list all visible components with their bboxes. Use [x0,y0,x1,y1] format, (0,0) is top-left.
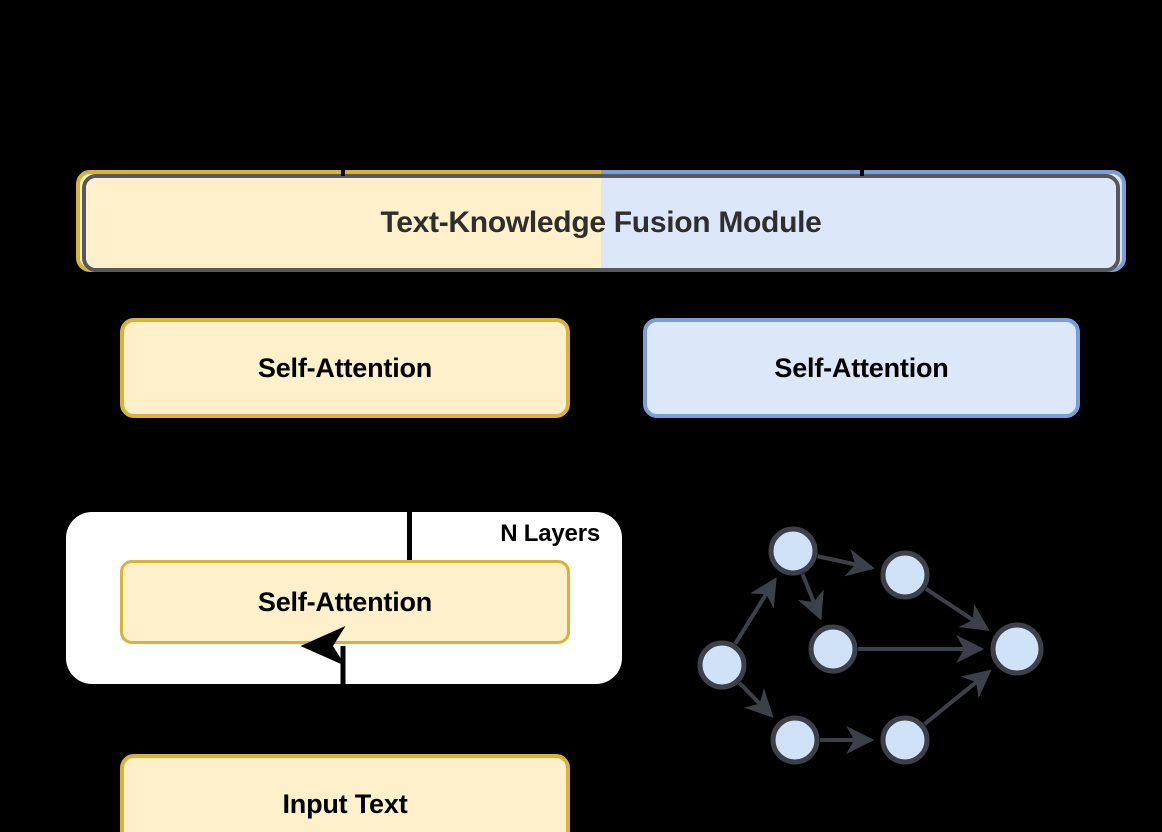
knowledge-graph-edge [733,577,777,645]
inner-self-attention-label: Self-Attention [257,586,433,617]
knowledge-graph-edge [817,548,875,577]
knowledge-graph-nodes [697,526,1044,765]
text-self-attention-box[interactable]: Self-Attention [120,318,570,418]
knowledge-self-attention-box[interactable]: Self-Attention [643,318,1080,418]
inner-self-attention-box[interactable]: Self-Attention [120,560,570,644]
connector-fusion-to-knowledge-sa [860,272,864,320]
knowledge-graph-edge [797,573,824,621]
connector-fusion-top-text [341,150,345,176]
text-self-attention-label: Self-Attention [257,352,433,383]
knowledge-graph[interactable] [680,520,1060,770]
knowledge-graph-node[interactable] [697,640,747,690]
knowledge-graph-edge [923,669,992,726]
input-text-label: Input Text [282,788,408,819]
knowledge-graph-edge [738,681,774,718]
knowledge-graph-edges [733,548,992,754]
connector-knowledge-sa-bottom [860,418,864,444]
text-knowledge-fusion-module[interactable] [82,174,1120,272]
knowledge-graph-edge [924,587,990,631]
knowledge-graph-node[interactable] [880,550,930,600]
input-text-box[interactable]: Input Text [120,754,570,832]
knowledge-graph-node[interactable] [768,526,818,576]
fusion-half-text [86,178,601,268]
knowledge-graph-node[interactable] [770,715,820,765]
knowledge-graph-node[interactable] [990,622,1044,676]
fusion-half-knowledge [601,178,1116,268]
knowledge-graph-node[interactable] [880,715,930,765]
n-layers-label: N Layers [500,520,600,547]
n-layers-container[interactable]: N Layers Self-Attention [66,512,622,684]
connector-fusion-to-text-sa [341,272,345,320]
knowledge-self-attention-label: Self-Attention [774,352,949,383]
n-layers-top-connector [407,512,412,560]
connector-fusion-top-knowledge [860,150,864,176]
connector-text-sa-bottom [341,418,345,444]
knowledge-graph-node[interactable] [808,624,858,674]
